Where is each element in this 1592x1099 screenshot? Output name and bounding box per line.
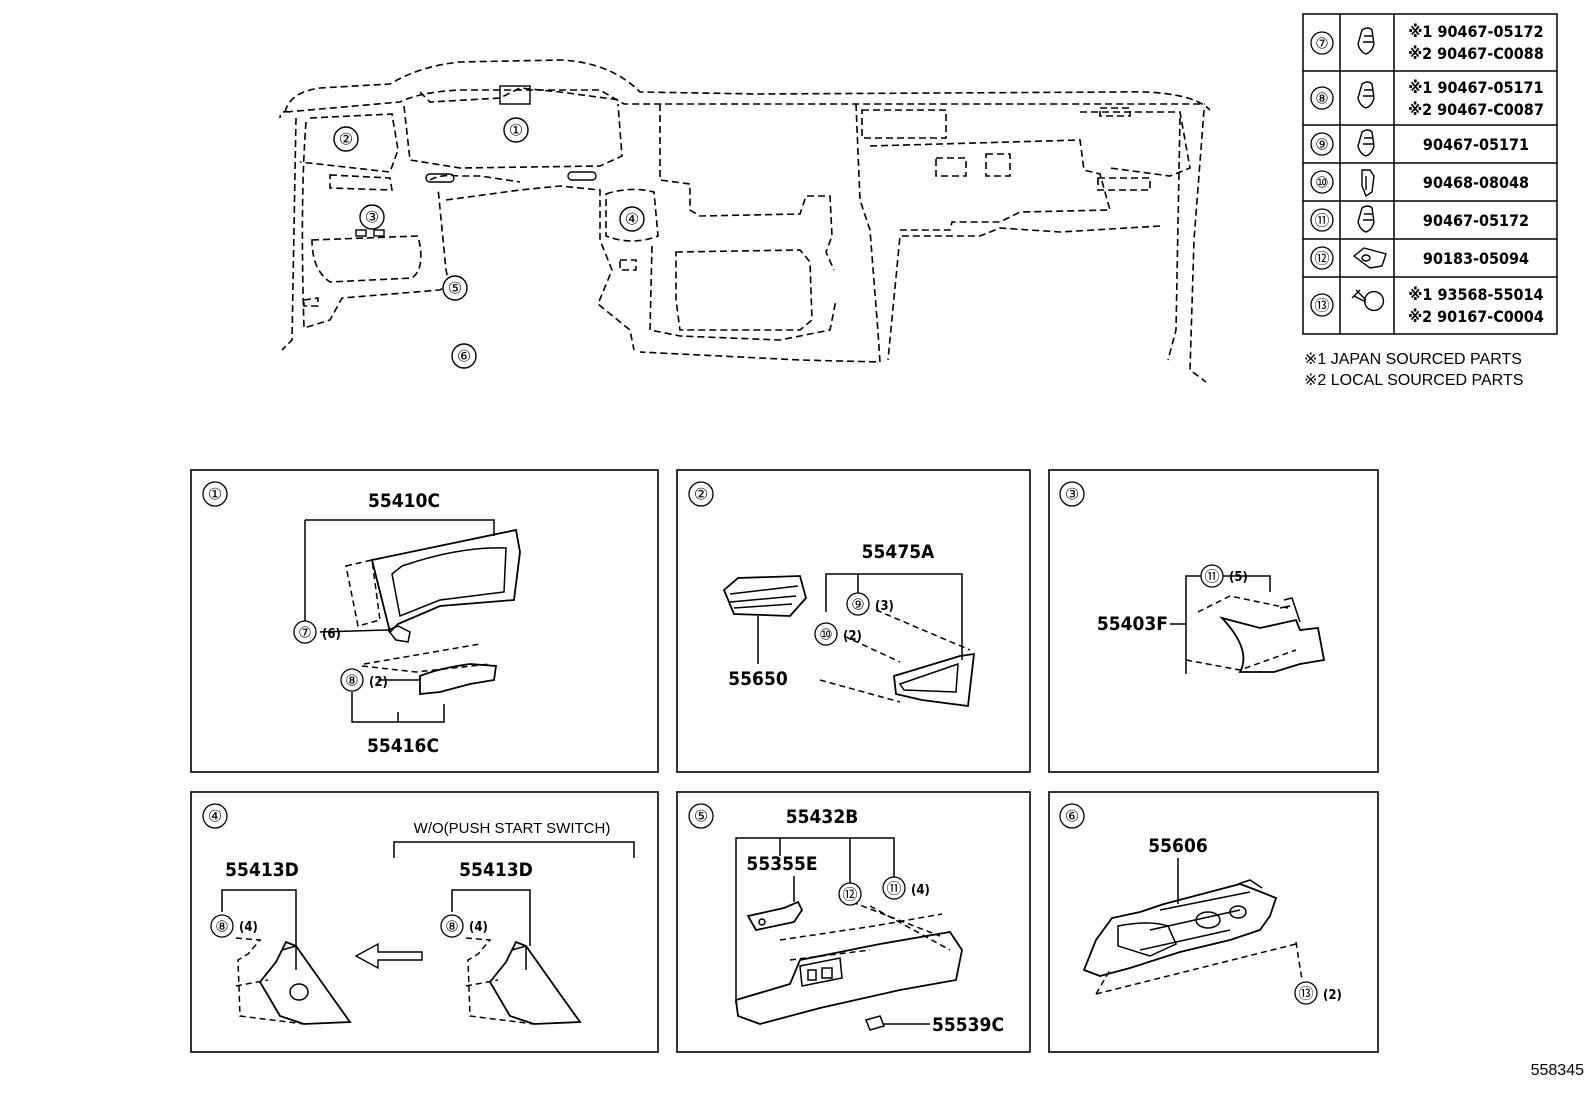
panel-3-part-55403f: 55403F — [1097, 613, 1168, 635]
legend-note-2: ※2 LOCAL SOURCED PARTS — [1304, 372, 1523, 389]
panel-2-callout-9: ⑨ — [851, 597, 864, 614]
legend-part-10: 90468-08048 — [1423, 173, 1529, 192]
panel-6-drawing — [1082, 858, 1303, 995]
overview-callout-2: ② — [339, 132, 353, 149]
panel-1-qty-7: (6) — [322, 627, 341, 642]
nut-icon — [1352, 247, 1387, 269]
overview-callout-3: ③ — [365, 210, 379, 227]
panel-1-number: ① — [208, 487, 222, 504]
panel-5-part-55355e: 55355E — [746, 853, 817, 875]
legend-part-9: 90467-05171 — [1423, 135, 1529, 154]
panel-3-drawing — [1170, 575, 1326, 674]
panel-2-qty-10: (2) — [843, 629, 862, 644]
overview-callout-4: ④ — [625, 212, 639, 229]
panel-2-drawing — [722, 573, 976, 708]
overview-callouts — [333, 117, 645, 369]
panel-1-part-55410c: 55410C — [368, 490, 440, 512]
clip-icon — [1357, 81, 1375, 109]
legend-num-9: ⑨ — [1315, 137, 1328, 154]
legend-part-7b: ※2 90467-C0088 — [1408, 44, 1544, 63]
overview-callout-1: ① — [509, 123, 523, 140]
panel-1-callout-8: ⑧ — [345, 673, 358, 690]
clip-icon — [1357, 129, 1375, 157]
legend-part-7a: ※1 90467-05172 — [1408, 22, 1543, 41]
panel-4-callout-8-right: ⑧ — [445, 919, 458, 936]
panel-5-callout-11: ⑪ — [886, 881, 901, 898]
legend-part-13a: ※1 93568-55014 — [1408, 285, 1543, 304]
panel-5-callout-12: ⑫ — [842, 887, 857, 904]
panel-6-callout-13: ⑬ — [1298, 986, 1313, 1003]
panel-3-qty-11: (5) — [1229, 570, 1248, 585]
panel-2-part-55650: 55650 — [728, 668, 788, 690]
panel-3-number: ③ — [1065, 487, 1079, 504]
overview-callout-6: ⑥ — [457, 349, 471, 366]
panel-5-qty-11: (4) — [911, 883, 930, 898]
legend-num-8: ⑧ — [1315, 91, 1328, 108]
panel-2-part-55475a: 55475A — [862, 541, 935, 563]
legend-table — [1302, 13, 1558, 335]
panel-5-part-55539c: 55539C — [932, 1014, 1004, 1036]
panel-3-callout-11: ⑪ — [1204, 569, 1219, 586]
panel-6-qty-13: (2) — [1323, 988, 1342, 1003]
legend-num-7: ⑦ — [1315, 36, 1328, 53]
panel-4-part-55413d-left: 55413D — [225, 859, 299, 881]
panel-6-part-55606: 55606 — [1148, 835, 1207, 857]
diagram-id: 558345 — [1531, 1062, 1584, 1079]
legend-num-12: ⑫ — [1314, 251, 1329, 268]
legend-part-13b: ※2 90167-C0004 — [1408, 307, 1544, 326]
panel-4-note: W/O(PUSH START SWITCH) — [414, 820, 611, 837]
panel-2-number: ② — [694, 487, 708, 504]
clip-icon — [1357, 205, 1375, 233]
panel-4-qty-8-right: (4) — [469, 920, 488, 935]
panel-4-qty-8-left: (4) — [239, 920, 258, 935]
screw-icon — [1351, 289, 1385, 312]
legend-num-13: ⑬ — [1314, 298, 1329, 315]
panel-2-callout-10: ⑩ — [819, 627, 832, 644]
panel-5-part-55432b: 55432B — [786, 806, 859, 828]
dashboard-overview — [279, 59, 1211, 383]
panel-4-part-55413d-right: 55413D — [459, 859, 533, 881]
panel-5-drawing — [735, 837, 963, 1031]
panel-1-callout-7: ⑦ — [298, 625, 311, 642]
legend-part-11: 90467-05172 — [1423, 211, 1529, 230]
overview-callout-5: ⑤ — [448, 281, 462, 298]
panel-1-qty-8: (2) — [369, 675, 388, 690]
panel-5-number: ⑤ — [694, 809, 708, 826]
panel-1-drawing — [304, 519, 521, 723]
panel-frames — [190, 469, 1379, 1053]
panel-2-qty-9: (3) — [875, 599, 894, 614]
panel-4-number: ④ — [208, 809, 222, 826]
panel-4-callout-8-left: ⑧ — [215, 919, 228, 936]
dashboard-overview-vents — [355, 85, 597, 237]
legend-num-10: ⑩ — [1315, 175, 1328, 192]
clip-icon — [1361, 169, 1375, 198]
legend-part-8b: ※2 90467-C0087 — [1408, 100, 1544, 119]
panel-6-number: ⑥ — [1065, 809, 1079, 826]
legend-part-12: 90183-05094 — [1423, 249, 1529, 268]
legend-num-11: ⑪ — [1314, 213, 1329, 230]
legend-part-8a: ※1 90467-05171 — [1408, 78, 1543, 97]
panel-1-part-55416c: 55416C — [367, 735, 439, 757]
clip-icon — [1357, 27, 1375, 55]
panel-4-drawing — [221, 841, 635, 1025]
legend-note-1: ※1 JAPAN SOURCED PARTS — [1304, 351, 1522, 368]
